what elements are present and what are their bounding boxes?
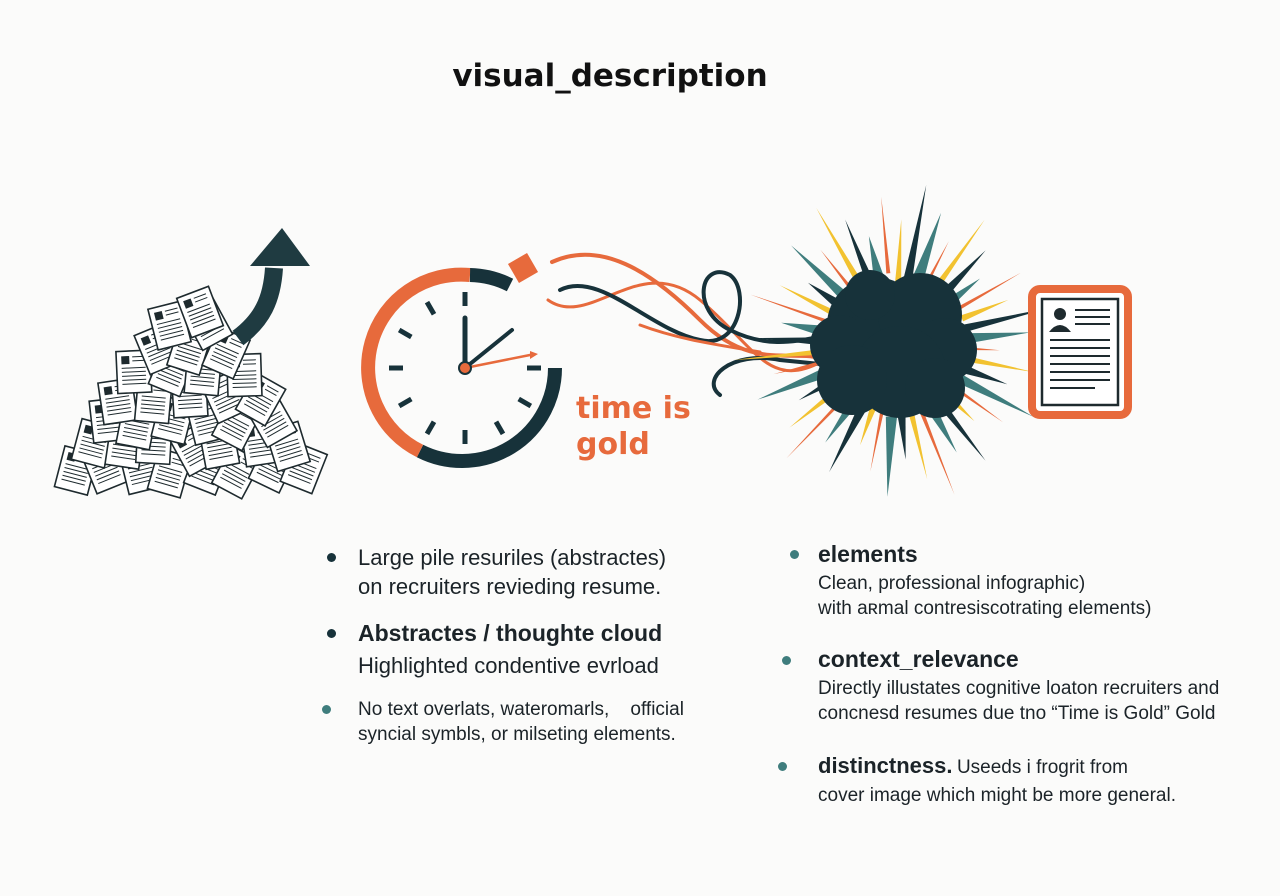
burst-ray bbox=[896, 410, 906, 460]
clock-tick bbox=[424, 300, 437, 316]
page-title: visual_description bbox=[452, 58, 768, 94]
burst-ray bbox=[961, 364, 1008, 385]
bullet-dot bbox=[778, 762, 787, 771]
burst-ray bbox=[960, 332, 1031, 345]
burst-ray bbox=[807, 282, 840, 307]
bullet-line: cover image which might be more general. bbox=[818, 785, 1177, 806]
burst-ray bbox=[930, 219, 985, 294]
clock-tick bbox=[397, 327, 413, 340]
burst-ray bbox=[773, 359, 826, 375]
burst-cloud-icon bbox=[733, 185, 1050, 497]
bullet-heading: Abstractes / thoughte cloud bbox=[358, 620, 663, 646]
clock-tick bbox=[493, 420, 506, 436]
burst-ray bbox=[894, 219, 902, 286]
bullet-heading: elements bbox=[818, 541, 918, 567]
illustration: time is gold bbox=[53, 185, 1132, 500]
burst-ray bbox=[919, 411, 955, 495]
burst-ray bbox=[951, 272, 1021, 314]
burst-ray bbox=[733, 347, 836, 361]
bullet-line: syncial symbls, or milseting elements. bbox=[358, 724, 676, 745]
clock-tick bbox=[397, 396, 413, 409]
bullet-dot bbox=[327, 629, 336, 638]
clock-caption-line-1: time is bbox=[576, 391, 691, 426]
bullet-line: on recruiters revieding resume. bbox=[358, 574, 662, 599]
burst-ray bbox=[952, 307, 1050, 336]
bullet-dot bbox=[782, 656, 791, 665]
clock-caption-line-2: gold bbox=[576, 427, 650, 462]
burst-ray bbox=[816, 207, 862, 285]
burst-ray bbox=[757, 364, 836, 400]
burst-ray bbox=[913, 212, 942, 279]
bullet-line: concnesd resumes due tno “Time is Gold” … bbox=[818, 703, 1216, 724]
bullet-heading: context_relevance bbox=[818, 646, 1019, 672]
bullet-line: Highlighted condentive evrload bbox=[358, 653, 659, 678]
burst-ray bbox=[945, 367, 1034, 417]
clock-icon bbox=[361, 252, 562, 468]
burst-ray bbox=[941, 250, 986, 297]
burst-ray bbox=[870, 403, 886, 472]
burst-ray bbox=[750, 294, 840, 328]
burst-ray bbox=[905, 402, 928, 480]
up-arrow-icon bbox=[232, 228, 310, 346]
burst-ray bbox=[860, 406, 877, 446]
burst-ray bbox=[829, 406, 866, 472]
clock-tick bbox=[517, 396, 533, 409]
bullet-line: with aʀmal contresiscotrating elements) bbox=[818, 598, 1152, 619]
resume-sheet bbox=[115, 349, 153, 395]
burst-ray bbox=[881, 196, 891, 274]
bullet-line: Large pile resuriles (abstractes) bbox=[358, 545, 667, 570]
bullet-heading: distinctness. bbox=[818, 753, 953, 778]
burst-ray bbox=[903, 185, 927, 282]
bullet-inline-text: Useeds i frogrit from bbox=[956, 757, 1128, 778]
bullet-line: Directly illustates cognitive loaton rec… bbox=[818, 678, 1220, 699]
bullet-line: Clean, professional infographic) bbox=[818, 573, 1086, 594]
burst-ray bbox=[820, 249, 856, 295]
burst-ray bbox=[960, 299, 1009, 322]
burst-ray bbox=[779, 285, 838, 318]
bullet-dot bbox=[322, 705, 331, 714]
bullet-dot bbox=[790, 550, 799, 559]
burst-ray bbox=[791, 245, 856, 308]
resume-pile-icon bbox=[53, 285, 329, 500]
burst-ray bbox=[885, 416, 897, 497]
bullet-dot bbox=[327, 553, 336, 562]
resume-sheet bbox=[175, 285, 225, 339]
burst-ray bbox=[959, 354, 1035, 373]
bullet-line: No text overlats, wateromarls, official bbox=[358, 699, 684, 720]
clock-tick bbox=[424, 420, 437, 436]
resume-document-icon bbox=[1028, 285, 1132, 419]
